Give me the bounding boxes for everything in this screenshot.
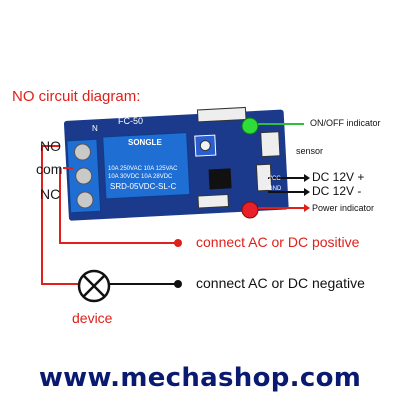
board-model: FC-50 (118, 116, 144, 126)
pin-header (196, 106, 247, 123)
relay-rating-1: 10A 250VAC 10A 125VAC (108, 166, 178, 172)
sensor-label: sensor (296, 146, 324, 156)
terminal-nc-label: NC (40, 186, 61, 202)
negative-dot (174, 280, 182, 288)
relay-board (63, 106, 289, 221)
site-url[interactable]: www.mechashop.com (38, 363, 362, 393)
wire-positive (59, 168, 176, 244)
dc-plus-label: DC 12V + (312, 170, 365, 184)
positive-dot (174, 239, 182, 247)
terminal-no-label: NO (40, 138, 61, 154)
onoff-indicator-label: ON/OFF indicator (310, 118, 381, 128)
silk-vcc: VCC (268, 176, 281, 182)
ic-chip (208, 168, 232, 190)
relay (102, 132, 191, 200)
power-indicator-label: Power indicator (312, 203, 375, 213)
ac-negative-label: connect AC or DC negative (196, 275, 365, 291)
screw-terminal-icon (73, 143, 91, 161)
diagram-title: NO circuit diagram: (12, 88, 141, 105)
silk-n: N (92, 124, 98, 133)
arrow-icon (304, 204, 310, 212)
onoff-led-icon (241, 117, 259, 135)
ac-positive-label: connect AC or DC positive (196, 234, 360, 250)
pin-header (197, 193, 230, 209)
silk-gnd: GND (268, 186, 282, 192)
relay-brand: SONGLE (128, 138, 162, 147)
wire-no (41, 145, 78, 285)
relay-rating-2: 10A 30VDC 10A 28VDC (108, 174, 173, 180)
screw-terminal-icon (75, 167, 93, 185)
power-led-icon (241, 201, 259, 219)
relay-part: SRD-05VDC-SL-C (110, 182, 177, 191)
screw-terminal-icon (76, 191, 94, 209)
arrow-icon (304, 174, 310, 182)
arrow-icon (304, 188, 310, 196)
dc-minus-label: DC 12V - (312, 184, 362, 198)
sensor-header (260, 131, 281, 158)
terminal-com-label: com (36, 161, 63, 177)
device-lamp-icon (77, 269, 111, 303)
device-label: device (72, 310, 113, 326)
